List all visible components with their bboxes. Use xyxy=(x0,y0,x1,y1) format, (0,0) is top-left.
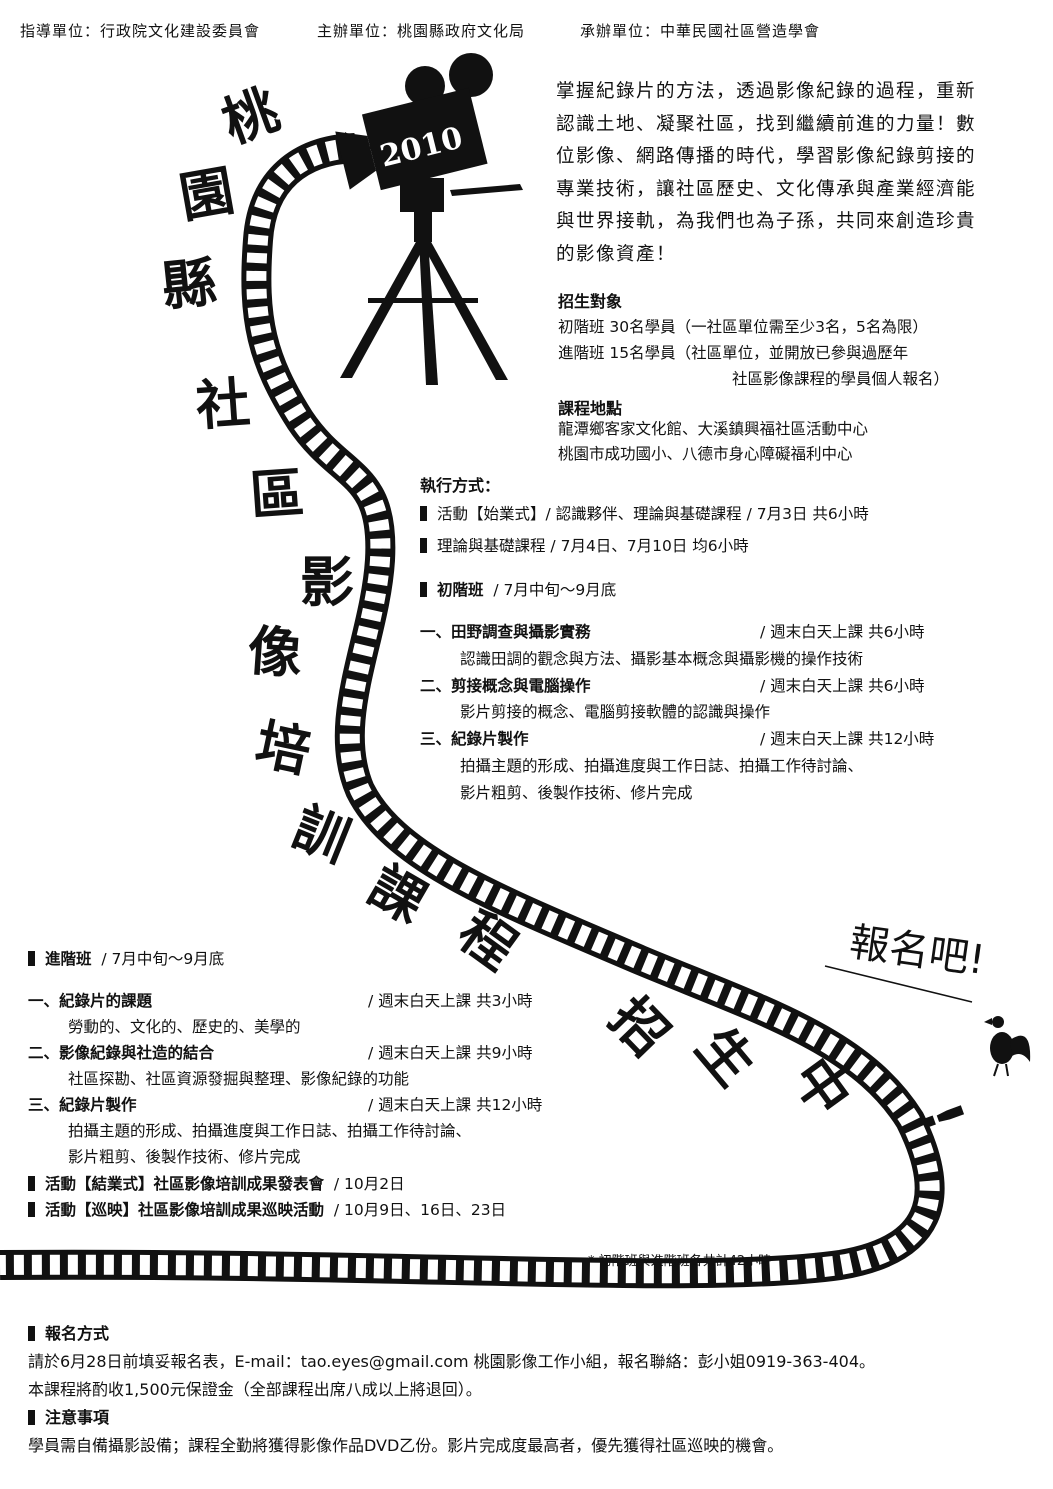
target-line: 初階班 30名學員（一社區單位需至少3名，5名為限） xyxy=(558,318,928,336)
location-line: 龍潭鄉客家文化館、大溪鎮興福社區活動中心 xyxy=(558,420,869,438)
execution-item: 活動【始業式】/ 認識夥伴、理論與基礎課程 / 7月3日 共6小時 xyxy=(420,502,869,524)
basic-course-schedule: / 週末白天上課 共6小時 xyxy=(760,623,925,641)
basic-course-desc: 認識田調的觀念與方法、攝影基本概念與攝影機的操作技術 xyxy=(460,650,864,668)
registration-line: 本課程將酌收1,500元保證金（全部課程出席八成以上將退回）。 xyxy=(28,1380,482,1399)
advanced-course-title: 三、紀錄片製作 xyxy=(28,1096,137,1114)
intro-line: 專業技術，讓社區歷史、文化傳承與產業經濟能 xyxy=(556,178,977,200)
target-line: 社區影像課程的學員個人報名） xyxy=(732,370,950,388)
registration-line: 請於6月28日前填妥報名表，E-mail：tao.eyes@gmail.com … xyxy=(28,1352,875,1371)
rooster-icon xyxy=(984,1016,1031,1077)
target-line: 進階班 15名學員（社區單位，並開放已參與過歷年 xyxy=(558,344,909,362)
advanced-course-desc: 社區探勘、社區資源發掘與整理、影像紀錄的功能 xyxy=(68,1070,410,1088)
basic-course-title: 一、田野調查與攝影實務 xyxy=(420,623,591,641)
advanced-course-title: 一、紀錄片的課題 xyxy=(28,992,153,1010)
location-heading: 課程地點 xyxy=(558,399,623,418)
advanced-course-desc: 拍攝主題的形成、拍攝進度與工作日誌、拍攝工作待討論、 xyxy=(68,1122,472,1140)
basic-class-heading: 初階班 / 7月中旬～9月底 xyxy=(420,578,616,600)
basic-course-title: 二、剪接概念與電腦操作 xyxy=(420,677,591,695)
guide-unit: 指導單位：行政院文化建設委員會 xyxy=(20,22,261,40)
registration-heading: 報名方式 xyxy=(28,1320,109,1344)
advanced-course-schedule: / 週末白天上課 共12小時 xyxy=(368,1096,543,1114)
organizer-unit: 承辦單位：中華民國社區營造學會 xyxy=(580,22,821,40)
advanced-course-title: 二、影像紀錄與社造的結合 xyxy=(28,1044,215,1062)
intro-line: 掌握紀錄片的方法，透過影像紀錄的過程，重新 xyxy=(556,81,977,102)
basic-course-title: 三、紀錄片製作 xyxy=(420,730,529,748)
advanced-course-schedule: / 週末白天上課 共9小時 xyxy=(368,1044,533,1062)
signup-callout: 報名吧! xyxy=(824,919,988,1003)
location-line: 桃園市成功國小、八德市身心障礙福利中心 xyxy=(558,445,853,463)
target-heading: 招生對象 xyxy=(558,292,623,311)
basic-course-schedule: / 週末白天上課 共6小時 xyxy=(760,677,925,695)
execution-item: 理論與基礎課程 / 7月4日、7月10日 均6小時 xyxy=(420,534,749,556)
advanced-event: 活動【結業式】社區影像培訓成果發表會 / 10月2日 xyxy=(28,1172,405,1194)
host-unit: 主辦單位：桃園縣政府文化局 xyxy=(317,22,526,40)
basic-course-desc: 影片粗剪、後製作技術、修片完成 xyxy=(460,784,693,802)
camera-on-tripod-icon: 2010 xyxy=(335,53,523,385)
basic-course-desc: 拍攝主題的形成、拍攝進度與工作日誌、拍攝工作待討論、 xyxy=(460,757,864,775)
notice-heading: 注意事項 xyxy=(28,1404,109,1428)
intro-paragraph: 掌握紀錄片的方法，透過影像紀錄的過程，重新 認識土地、凝聚社區，找到繼續前進的力… xyxy=(556,76,1031,271)
total-hours-note: * 初階班與進階班各共計42小時 xyxy=(588,1254,772,1269)
title-char: 培 xyxy=(250,712,317,785)
intro-line: 與世界接軌，為我們也為子孫，共同來創造珍貴 xyxy=(556,211,977,232)
basic-course-schedule: / 週末白天上課 共12小時 xyxy=(760,730,935,748)
title-char: 園 xyxy=(174,158,239,231)
advanced-course-schedule: / 週末白天上課 共3小時 xyxy=(368,992,533,1010)
svg-text:報名吧!: 報名吧! xyxy=(847,919,988,983)
intro-line: 位影像、網路傳播的時代，學習影像紀錄剪接的 xyxy=(556,146,977,167)
basic-course-desc: 影片剪接的概念、電腦剪接軟體的認識與操作 xyxy=(460,703,771,721)
title-char: 像 xyxy=(245,619,305,686)
title-char: 縣 xyxy=(158,250,220,319)
advanced-course-desc: 影片粗剪、後製作技術、修片完成 xyxy=(68,1148,301,1166)
execution-heading: 執行方式： xyxy=(420,476,501,495)
title-char: 社 xyxy=(193,371,253,438)
advanced-event: 活動【巡映】社區影像培訓成果巡映活動 / 10月9日、16日、23日 xyxy=(28,1198,506,1220)
advanced-class-heading: 進階班 / 7月中旬～9月底 xyxy=(28,947,224,969)
notice-line: 學員需自備攝影設備；課程全勤將獲得影像作品DVD乙份。影片完成度最高者，優先獲得… xyxy=(28,1436,784,1455)
intro-line: 的影像資產！ xyxy=(556,243,677,265)
title-char: 影 xyxy=(300,551,354,614)
advanced-course-desc: 勞動的、文化的、歷史的、美學的 xyxy=(68,1018,301,1036)
title-char: 區 xyxy=(247,461,307,528)
intro-line: 認識土地、凝聚社區，找到繼續前進的力量！數 xyxy=(556,113,977,135)
